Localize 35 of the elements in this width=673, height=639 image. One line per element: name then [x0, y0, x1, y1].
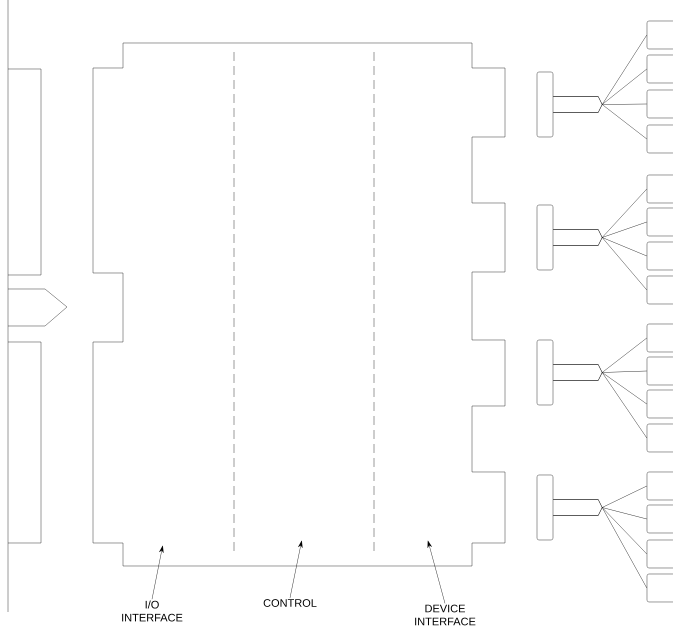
connector — [536, 340, 554, 406]
device-box — [646, 574, 673, 602]
circuit-board — [92, 42, 506, 566]
device-box — [646, 324, 673, 352]
cable — [553, 237, 647, 290]
section-label: I/O INTERFACE — [122, 600, 182, 622]
device-box — [646, 174, 673, 204]
cable — [553, 507, 647, 588]
leader-arrow — [428, 540, 446, 604]
leader-arrow — [152, 546, 164, 600]
device-box — [646, 242, 673, 270]
device-box — [646, 54, 673, 84]
device-box — [646, 504, 673, 534]
device-box — [646, 90, 673, 118]
cable — [553, 222, 647, 238]
cable — [553, 68, 647, 105]
section-label: CONTROL — [264, 599, 317, 607]
cable — [553, 364, 647, 373]
section-label: DEVICE INTERFACE — [415, 604, 476, 626]
device-box — [646, 424, 673, 452]
device-box — [646, 20, 673, 50]
device-box — [646, 276, 673, 304]
cable — [553, 104, 647, 140]
connector — [536, 474, 554, 540]
device-box — [646, 390, 673, 418]
cable — [553, 372, 647, 438]
device-box — [646, 124, 673, 154]
connector — [536, 204, 554, 270]
device-box — [646, 208, 673, 236]
device-box — [646, 540, 673, 568]
device-box — [646, 356, 673, 386]
cable — [553, 499, 647, 520]
connector — [536, 72, 554, 138]
leader-arrow — [290, 540, 303, 598]
device-box — [646, 472, 673, 500]
